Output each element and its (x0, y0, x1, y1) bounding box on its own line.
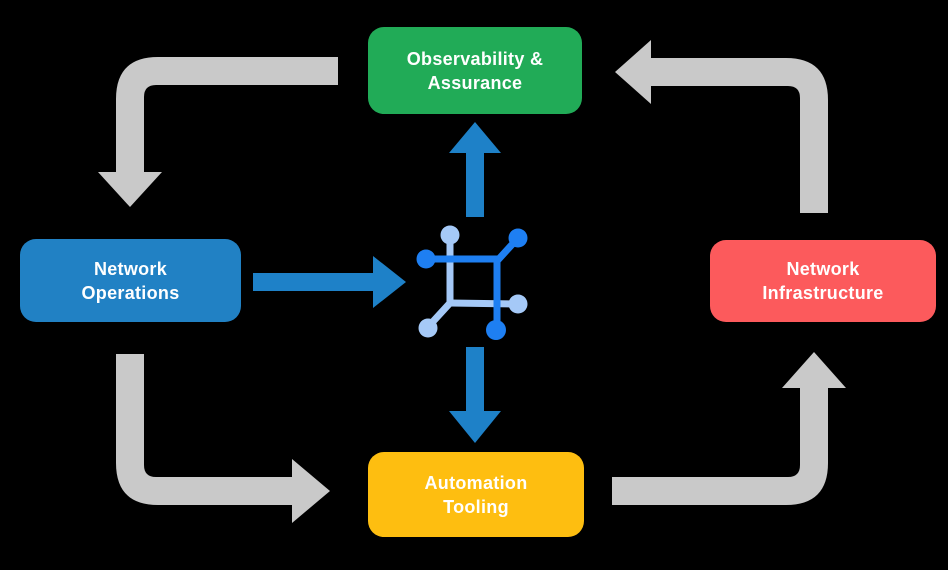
cycle-arrow-observability-to-operations (98, 57, 338, 207)
flow-arrow-hub-to-automation (449, 347, 501, 443)
node-label-line: Network (93, 258, 168, 279)
cycle-arrow-infrastructure-to-observability (615, 40, 828, 213)
hub-light-bottom-edge-line (446, 299, 518, 308)
hub-light-left-bottom-line (424, 231, 454, 331)
hub-dark-left-node (416, 249, 436, 269)
node-label-line: Infrastructure (762, 283, 884, 303)
hub-light-top-node (440, 225, 460, 245)
node-label-line: Observability & (406, 48, 544, 69)
node-label-line: Assurance (427, 72, 523, 93)
cycle-arrow-automation-to-infrastructure (612, 352, 846, 505)
node-observability-assurance: Observability & Assurance (368, 27, 582, 114)
node-automation-tooling: Automation Tooling (368, 452, 584, 537)
node-label-line: Tooling (443, 496, 509, 517)
hub-light-right-node (508, 294, 528, 314)
flow-arrow-hub-to-observability (449, 122, 501, 217)
node-network-operations: Network Operations (20, 239, 241, 322)
flow-arrow-operations-to-hub (253, 256, 406, 308)
node-label-line: Automation (424, 472, 528, 493)
hub-dark-topright-node (508, 228, 528, 248)
hub-light-bottomleft-node (418, 318, 438, 338)
node-label-line: Network (786, 259, 860, 279)
node-label-line: Operations (81, 282, 180, 303)
cycle-arrow-operations-to-automation (116, 354, 330, 523)
hub-dark-bottom-node (486, 320, 506, 340)
network-hub-icon (416, 225, 528, 340)
node-network-infrastructure: Network Infrastructure (710, 240, 936, 322)
